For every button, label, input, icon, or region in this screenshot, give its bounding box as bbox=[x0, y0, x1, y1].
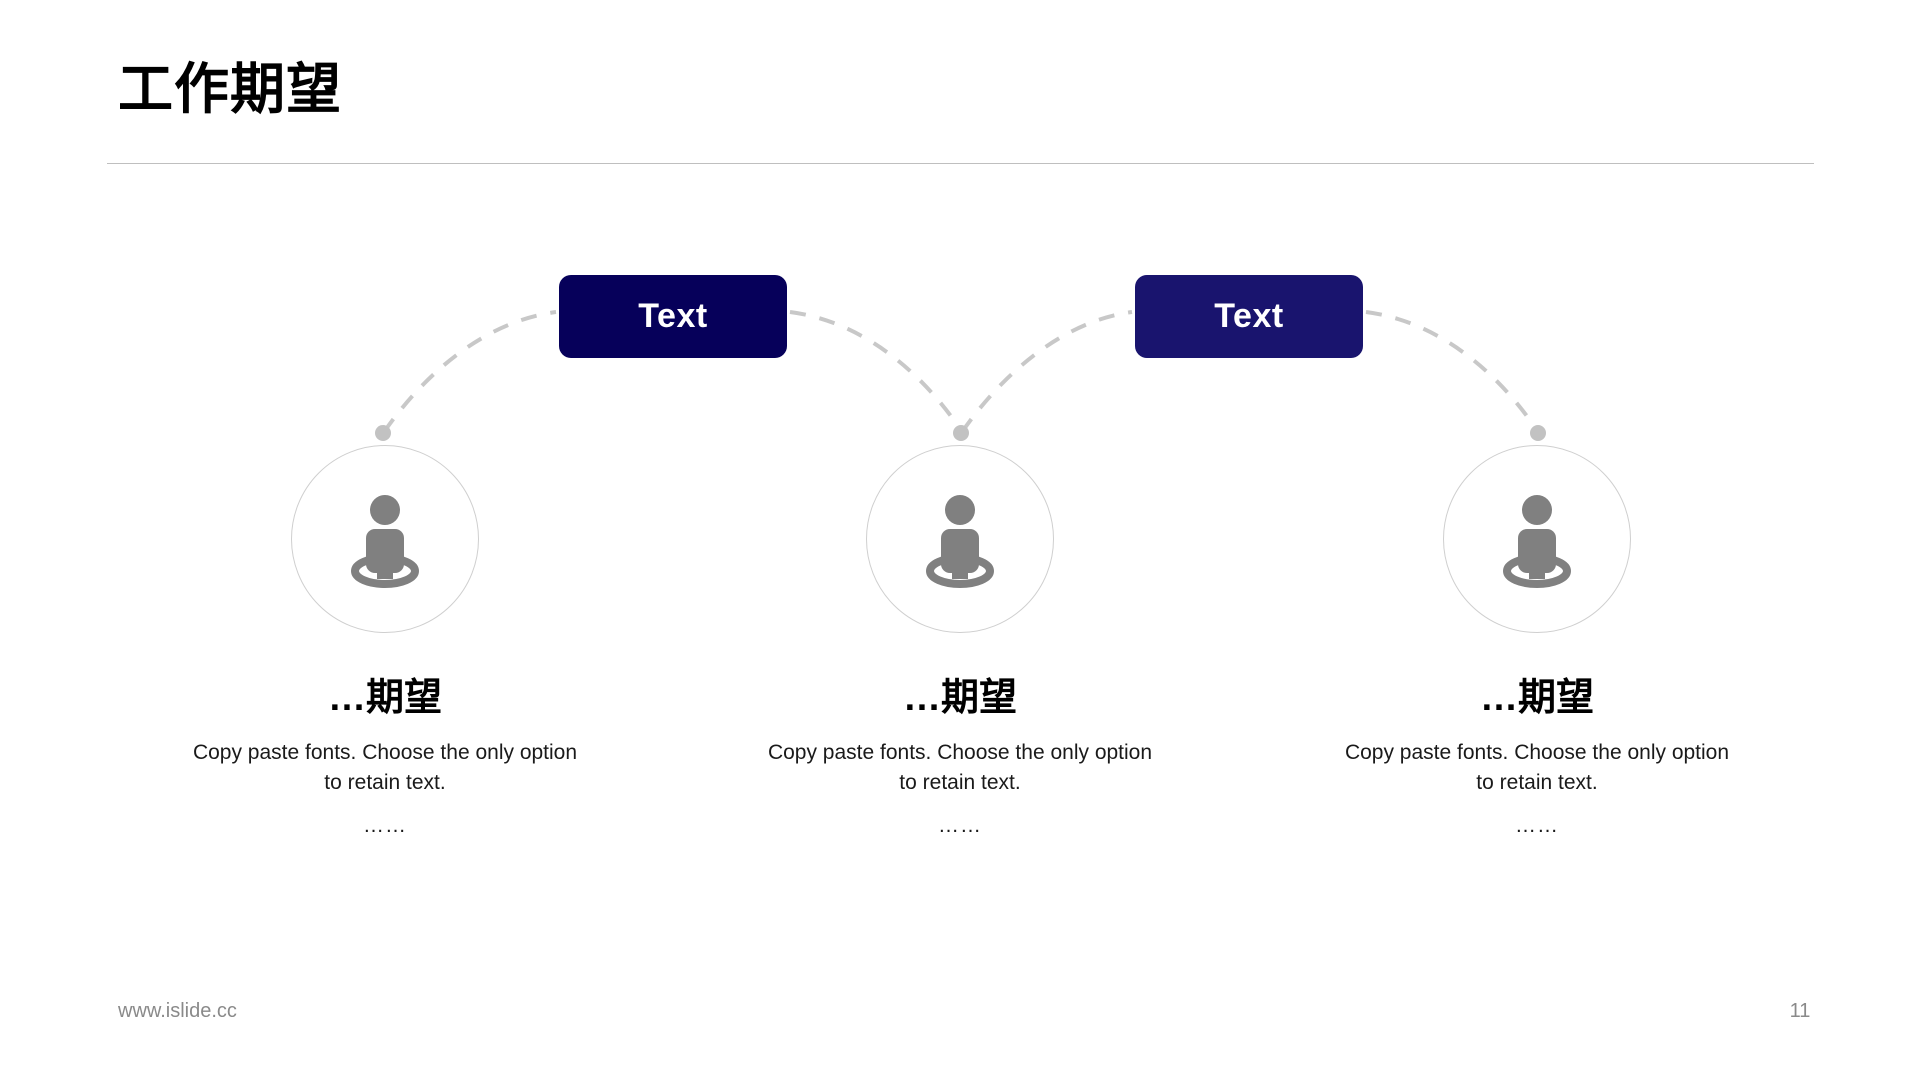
person-heading-1: …期望 bbox=[327, 677, 442, 719]
person-body-1: Copy paste fonts. Choose the only option… bbox=[192, 740, 578, 795]
person-column-1: …期望 Copy paste fonts. Choose the only op… bbox=[175, 445, 595, 838]
footer-url[interactable]: www.islide.cc bbox=[118, 1000, 237, 1022]
person-heading-2: …期望 bbox=[902, 677, 1017, 719]
text-box-1[interactable]: Text bbox=[559, 275, 787, 358]
title-divider bbox=[107, 163, 1814, 164]
avatar-circle-1[interactable] bbox=[291, 445, 479, 633]
text-box-2[interactable]: Text bbox=[1135, 275, 1363, 358]
text-box-1-label: Text bbox=[638, 297, 708, 335]
person-column-3: …期望 Copy paste fonts. Choose the only op… bbox=[1327, 445, 1747, 838]
text-box-2-label: Text bbox=[1214, 297, 1284, 335]
person-body-3: Copy paste fonts. Choose the only option… bbox=[1344, 740, 1730, 795]
person-dots-2: …… bbox=[938, 813, 982, 837]
person-in-circle-icon bbox=[351, 495, 419, 588]
avatar-circle-3[interactable] bbox=[1443, 445, 1631, 633]
person-dots-1: …… bbox=[363, 813, 407, 837]
person-column-2: …期望 Copy paste fonts. Choose the only op… bbox=[750, 445, 1170, 838]
person-body-2: Copy paste fonts. Choose the only option… bbox=[767, 740, 1153, 795]
person-dots-3: …… bbox=[1515, 813, 1559, 837]
person-heading-3: …期望 bbox=[1479, 677, 1594, 719]
page-title: 工作期望 bbox=[118, 58, 343, 120]
person-in-circle-icon bbox=[926, 495, 994, 588]
avatar-circle-2[interactable] bbox=[866, 445, 1054, 633]
page-number: 11 bbox=[1789, 1000, 1811, 1022]
person-in-circle-icon bbox=[1503, 495, 1571, 588]
